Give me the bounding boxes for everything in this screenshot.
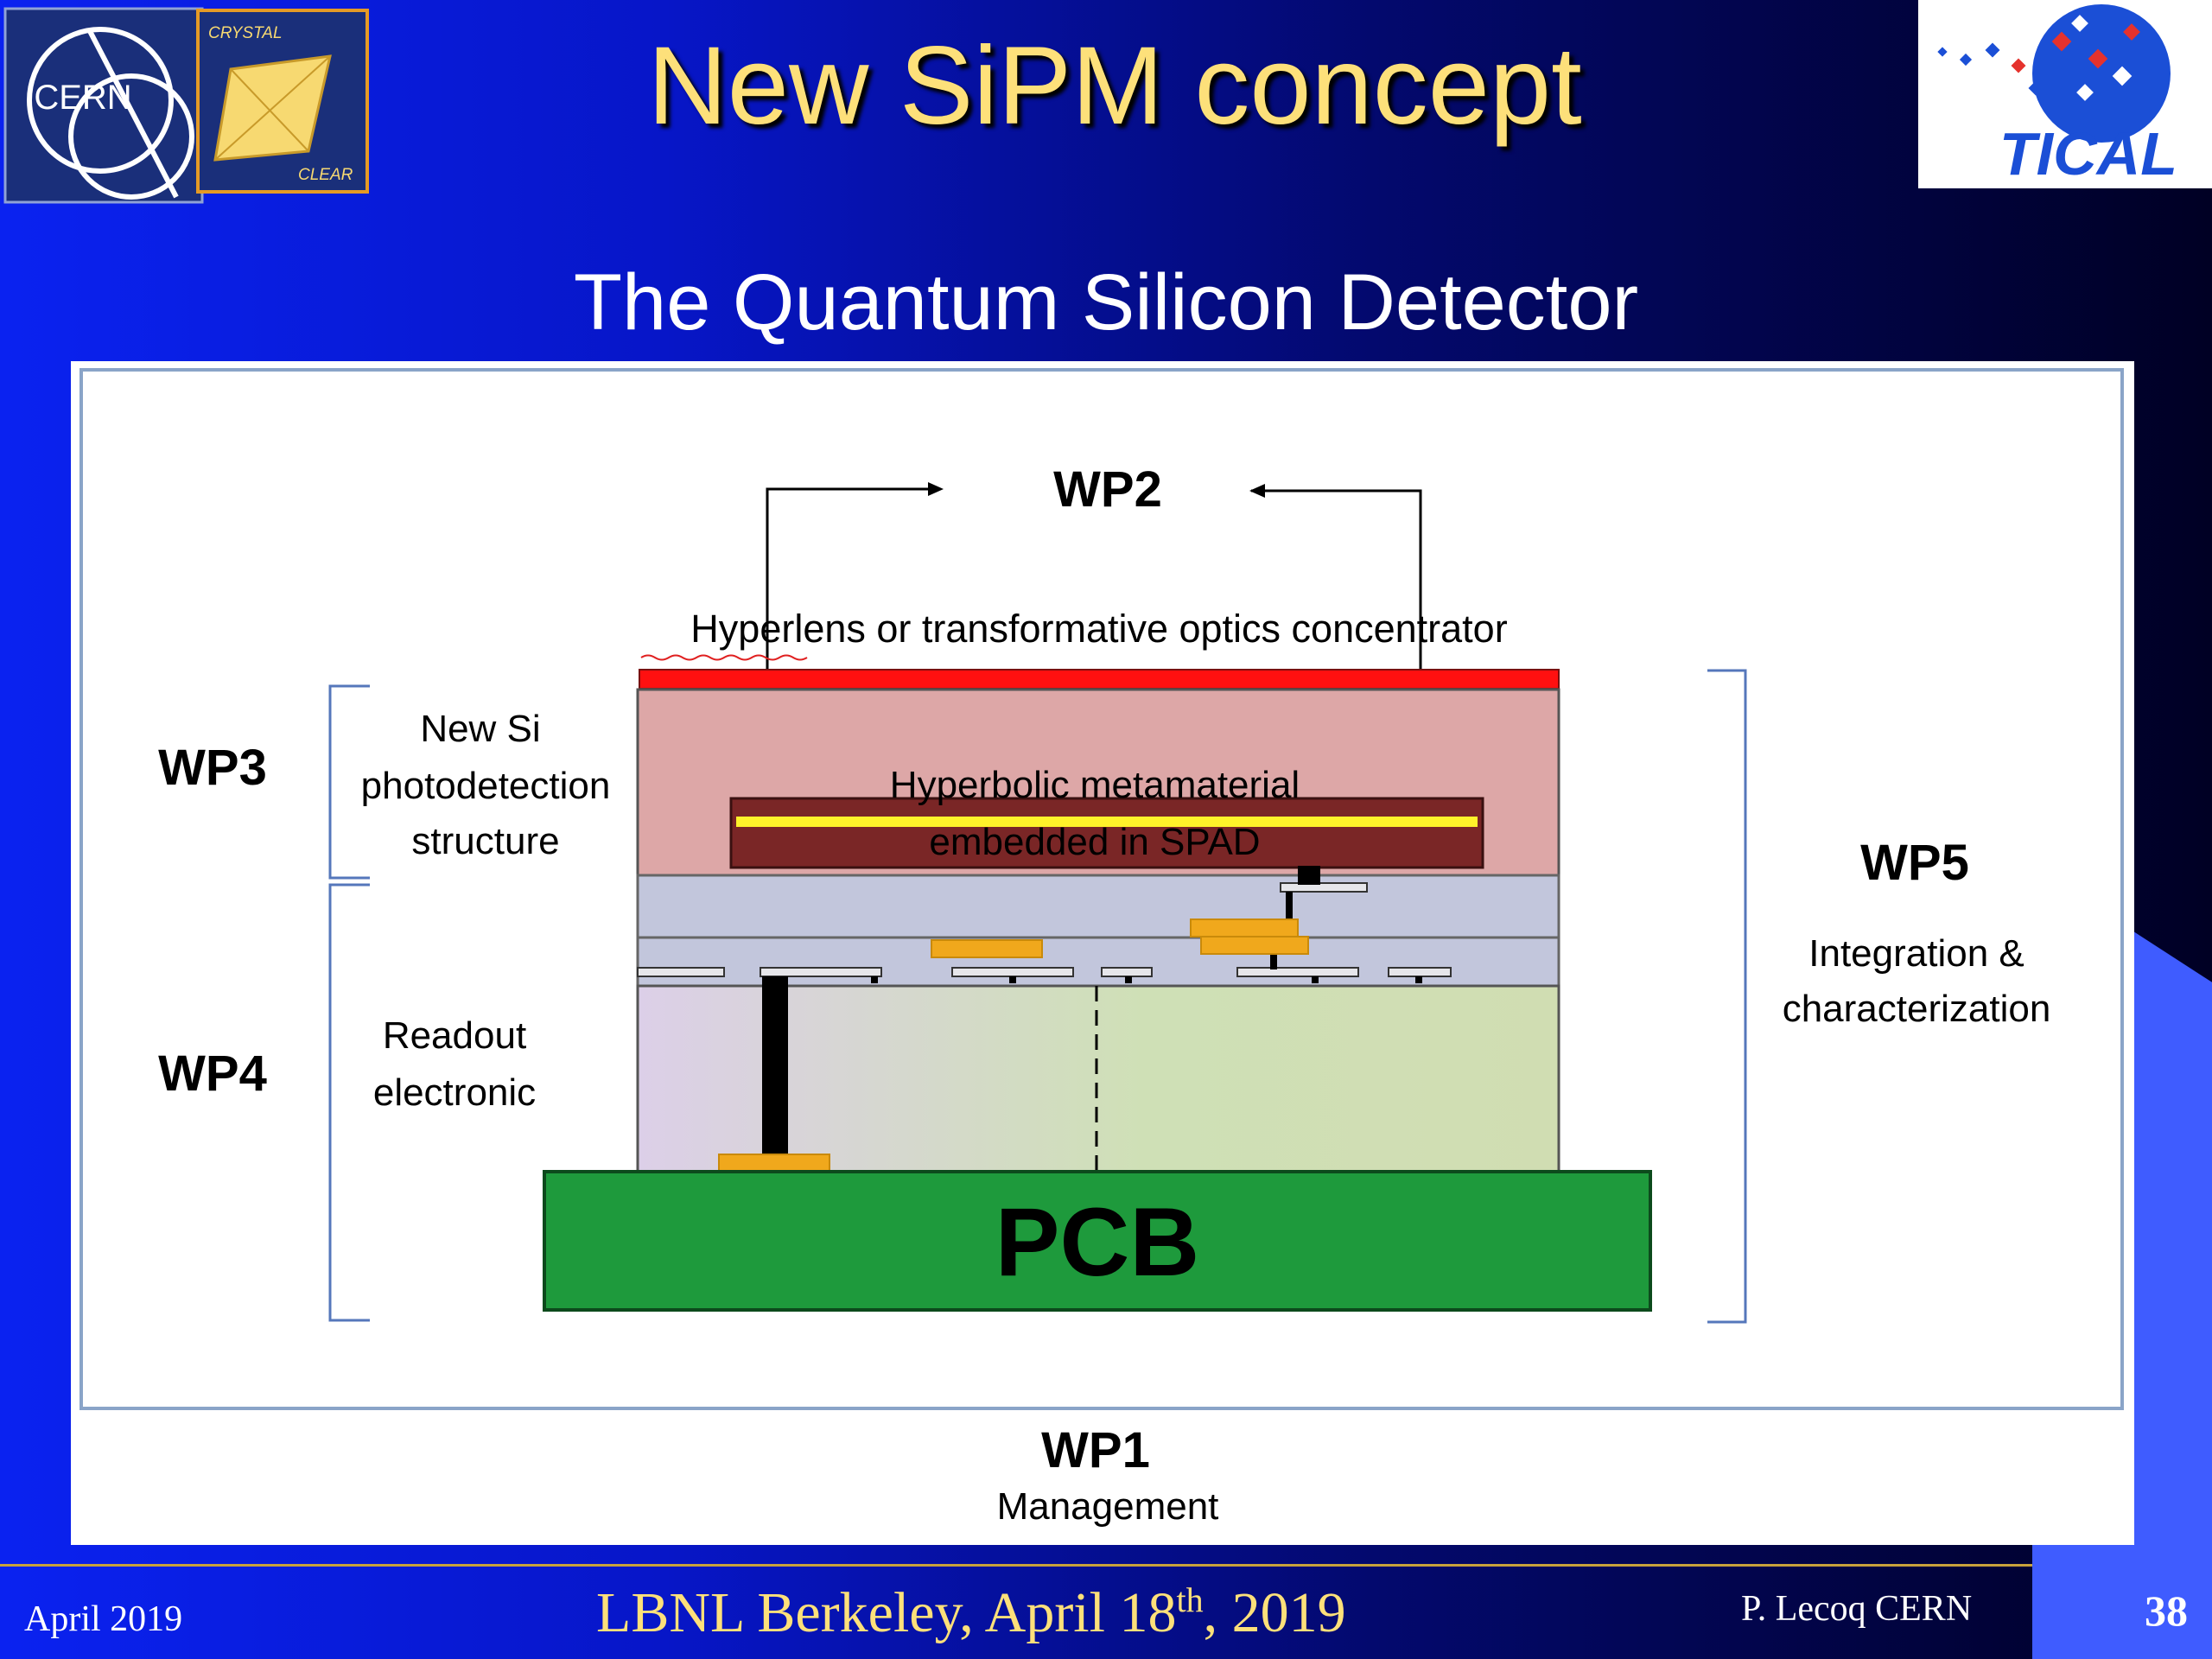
wp3-desc-line2: photodetection bbox=[361, 765, 611, 807]
footer-event-main: LBNL Berkeley, April 18 bbox=[596, 1581, 1177, 1644]
wp3-desc-line3: structure bbox=[411, 820, 559, 862]
slide-subtitle: The Quantum Silicon Detector bbox=[573, 258, 1639, 346]
metamaterial-label-line2: embedded in SPAD bbox=[929, 821, 1260, 863]
wp5-desc-line1: Integration & bbox=[1808, 932, 2024, 975]
readout-layer bbox=[636, 984, 1560, 1186]
wp1-label: WP1 bbox=[1041, 1422, 1150, 1478]
wp2-arrow-head-left bbox=[928, 482, 944, 496]
orange-contacts bbox=[931, 918, 1309, 958]
spellcheck-underline bbox=[640, 654, 808, 661]
sipm-diagram: WP2 Hyperlens or transformative optics c… bbox=[79, 368, 2124, 1528]
wp3-desc-line1: New Si bbox=[420, 708, 540, 750]
crystal-logo-top-text: CRYSTAL bbox=[208, 24, 283, 42]
wp1-desc: Management bbox=[997, 1485, 1219, 1528]
diagram-panel: WP2 Hyperlens or transformative optics c… bbox=[71, 361, 2134, 1545]
tical-logo-text: TICAL bbox=[1999, 120, 2177, 188]
wp4-desc-line1: Readout bbox=[383, 1014, 526, 1057]
cern-logo: CERN bbox=[3, 7, 204, 204]
footer-event-sup: th bbox=[1176, 1580, 1204, 1619]
wp3-label: WP3 bbox=[158, 740, 267, 796]
page-number: 38 bbox=[2145, 1586, 2188, 1635]
footer-author: P. Lecoq CERN bbox=[1741, 1589, 1973, 1629]
wp5-label: WP5 bbox=[1860, 835, 1969, 891]
wp3-bracket bbox=[328, 684, 370, 880]
footer-event-end: , 2019 bbox=[1203, 1581, 1346, 1644]
wp4-label: WP4 bbox=[158, 1046, 267, 1102]
interconnect-layer-bottom bbox=[636, 936, 1560, 988]
hyperlens-label: Hyperlens or transformative optics conce… bbox=[690, 607, 1507, 651]
pcb-board bbox=[543, 1170, 1652, 1312]
wp4-bracket bbox=[328, 883, 370, 1322]
footer-divider bbox=[0, 1564, 2212, 1567]
wp2-label: WP2 bbox=[1053, 461, 1162, 518]
metamaterial-label-line1: Hyperbolic metamaterial bbox=[890, 764, 1300, 806]
wp2-arrow-head-right bbox=[1249, 484, 1265, 498]
wp5-bracket bbox=[1707, 669, 1747, 1324]
crystal-clear-logo: CRYSTAL CLEAR bbox=[196, 9, 369, 194]
footer-event: LBNL Berkeley, April 18th, 2019 bbox=[596, 1580, 1346, 1646]
vias bbox=[871, 866, 1422, 983]
crystal-logo-bottom-text: CLEAR bbox=[298, 166, 353, 184]
wp5-desc-line2: characterization bbox=[1783, 988, 2051, 1030]
footer-date: April 2019 bbox=[24, 1599, 183, 1639]
tical-logo: TICAL bbox=[1918, 0, 2212, 188]
metamaterial-yellow-line bbox=[736, 817, 1478, 827]
interconnect-layer-top bbox=[636, 874, 1560, 939]
wp4-desc-line2: electronic bbox=[373, 1071, 536, 1114]
page-number-box bbox=[2032, 1545, 2212, 1659]
hyperlens-bar bbox=[639, 669, 1560, 690]
inner-frame bbox=[79, 368, 2124, 1410]
pcb-label: PCB bbox=[995, 1188, 1199, 1296]
metal-pads bbox=[637, 882, 1452, 977]
metamaterial-layer bbox=[729, 797, 1484, 869]
cern-logo-text: CERN bbox=[34, 79, 131, 117]
slide-title: New SiPM concept bbox=[647, 24, 1582, 148]
through-silicon-via bbox=[762, 976, 788, 1170]
